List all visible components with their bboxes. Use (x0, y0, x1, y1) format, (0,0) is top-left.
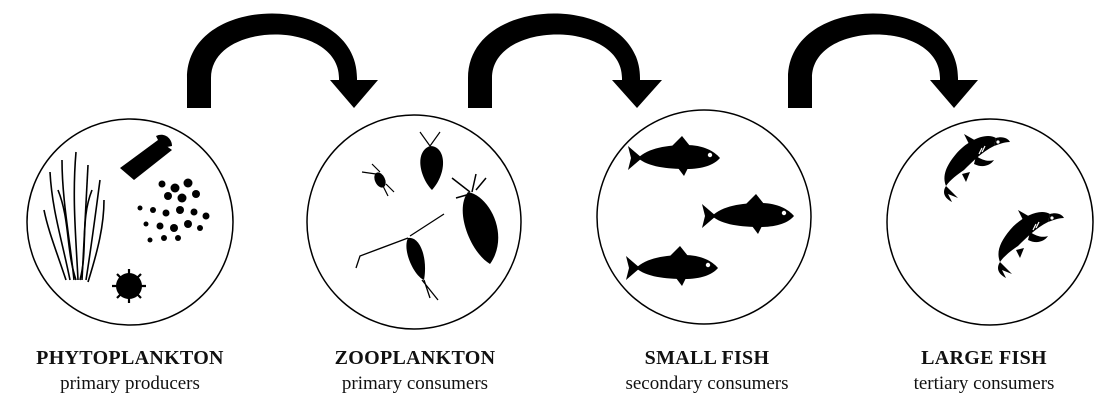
stage-title: SMALL FISH (592, 345, 822, 371)
small-fish-label: SMALL FISH secondary consumers (592, 345, 822, 397)
fish-icon (628, 136, 720, 176)
stage-title: ZOOPLANKTON (300, 345, 530, 371)
large-fish-icons (944, 134, 1064, 278)
stage-subtitle: primary consumers (300, 371, 530, 397)
copepod-icon (362, 164, 394, 196)
zooplankton-label: ZOOPLANKTON primary consumers (300, 345, 530, 397)
filament-alga-icon (44, 152, 104, 282)
stage-subtitle: secondary consumers (592, 371, 822, 397)
phytoplankton-icons (44, 135, 210, 303)
stage-title: LARGE FISH (869, 345, 1099, 371)
spiky-cell-icon (112, 269, 146, 303)
zooplankton-icons (356, 132, 498, 300)
stage-subtitle: primary producers (15, 371, 245, 397)
large-fish-label: LARGE FISH tertiary consumers (869, 345, 1099, 397)
stage-subtitle: tertiary consumers (869, 371, 1099, 397)
shark-icon (944, 134, 1010, 202)
curved-arrow-icon (468, 14, 662, 109)
fish-icon (702, 194, 794, 234)
colony-dots-icon (138, 179, 210, 243)
phytoplankton-label: PHYTOPLANKTON primary producers (15, 345, 245, 397)
shark-icon (998, 210, 1064, 278)
long-copepod-icon (356, 214, 444, 300)
large-fish-circle (887, 119, 1093, 325)
water-flea-icon (420, 132, 443, 190)
stage-title: PHYTOPLANKTON (15, 345, 245, 371)
small-fish-icons (626, 136, 794, 286)
curved-arrow-icon (187, 14, 378, 109)
daphnia-icon (452, 174, 498, 264)
fish-icon (626, 246, 718, 286)
curved-arrow-icon (788, 14, 978, 109)
